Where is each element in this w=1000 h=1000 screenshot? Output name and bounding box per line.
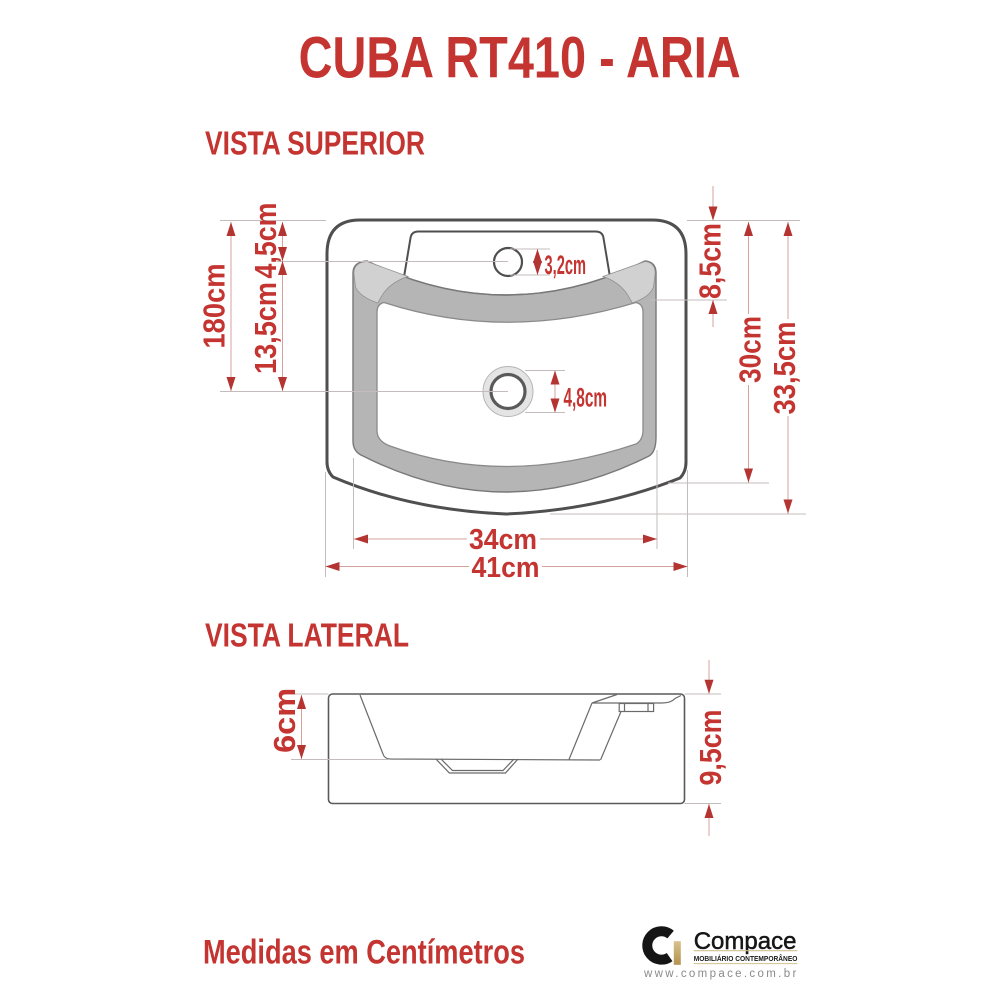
svg-text:Medidas em Centímetros: Medidas em Centímetros (203, 934, 525, 972)
svg-text:3,2cm: 3,2cm (545, 250, 587, 280)
svg-text:13,5cm: 13,5cm (248, 282, 283, 374)
svg-text:6cm: 6cm (267, 688, 302, 753)
svg-text:CUBA RT410 - ARIA: CUBA RT410 - ARIA (299, 26, 741, 91)
svg-text:34cm: 34cm (469, 524, 537, 556)
svg-text:33,5cm: 33,5cm (767, 322, 802, 415)
svg-text:www.compace.com.br: www.compace.com.br (643, 968, 796, 980)
svg-text:4,5cm: 4,5cm (248, 203, 283, 279)
svg-text:VISTA SUPERIOR: VISTA SUPERIOR (205, 125, 425, 162)
svg-text:4,8cm: 4,8cm (564, 383, 608, 413)
svg-text:9,5cm: 9,5cm (693, 710, 728, 786)
svg-text:MOBILIÁRIO CONTEMPORÂNEO: MOBILIÁRIO CONTEMPORÂNEO (694, 954, 798, 963)
svg-text:30cm: 30cm (733, 316, 768, 383)
svg-text:8,5cm: 8,5cm (693, 223, 728, 299)
svg-text:41cm: 41cm (472, 552, 540, 584)
svg-text:180cm: 180cm (197, 264, 232, 349)
svg-text:VISTA LATERAL: VISTA LATERAL (205, 617, 409, 654)
